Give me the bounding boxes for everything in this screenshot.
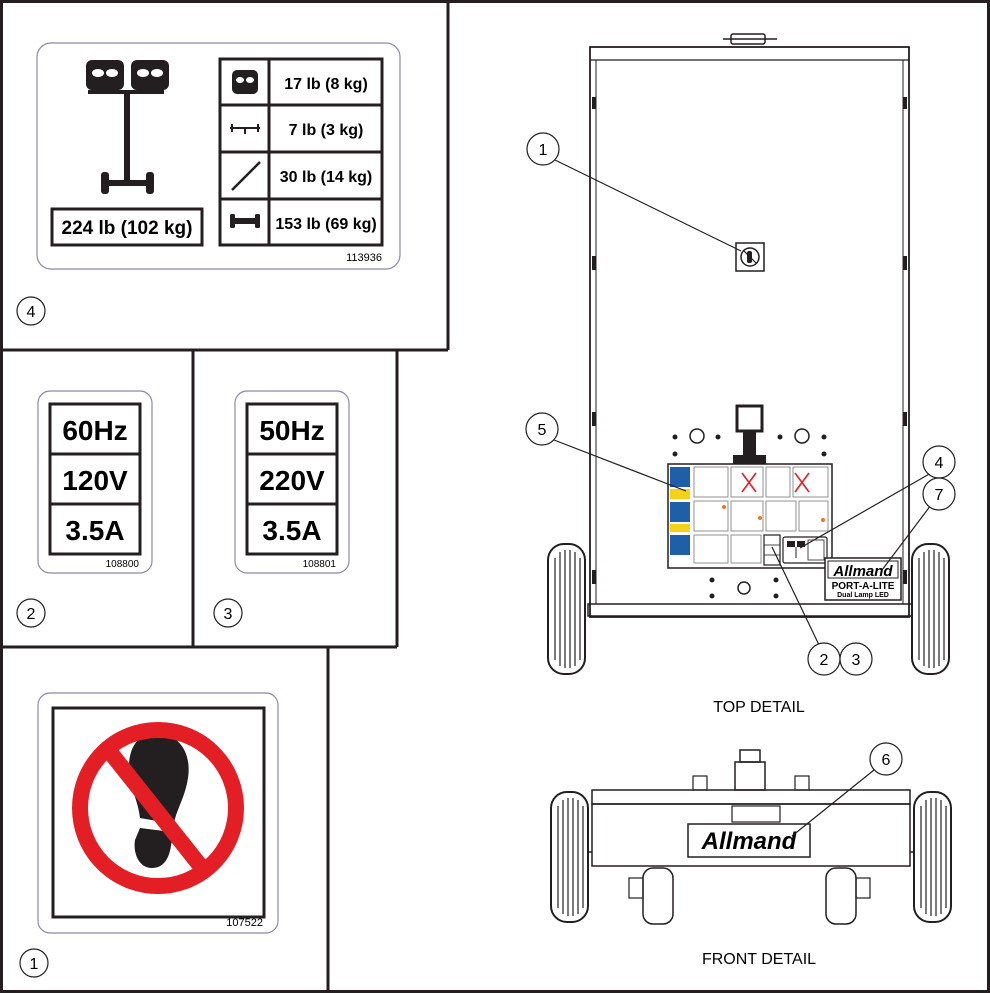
svg-text:5: 5	[538, 422, 547, 439]
weight-decal-part-number: 113936	[346, 252, 382, 264]
rating-decal-50hz-panel: 50Hz 220V 3.5A 108801 3	[213, 390, 350, 628]
svg-text:1: 1	[539, 142, 548, 159]
brand-logo-text-top: Allmand	[832, 563, 893, 580]
panel1-number: 1	[30, 956, 39, 973]
current-3-5a-50hz: 3.5A	[262, 515, 321, 546]
no-step-part-number: 107522	[226, 917, 263, 929]
panel2-number: 2	[27, 606, 36, 623]
weight-row-3: 30 lb (14 kg)	[280, 169, 372, 186]
brand-logo-decal: Allmand PORT-A-LITE Dual Lamp LED	[824, 557, 902, 601]
top-detail-drawing: Allmand PORT-A-LITE Dual Lamp LED 1 5 4	[525, 33, 956, 716]
rating-decal-60hz-panel: 60Hz 120V 3.5A 108800 2	[16, 390, 153, 628]
panel2-number-circle	[16, 598, 46, 628]
product-subtitle: Dual Lamp LED	[837, 592, 889, 599]
svg-text:2: 2	[820, 652, 829, 669]
panel4-number-circle	[16, 296, 46, 326]
lamp-head-icon	[232, 70, 258, 94]
panel4-number: 4	[27, 304, 36, 321]
svg-text:3: 3	[852, 652, 861, 669]
right-wheel-top	[911, 543, 950, 675]
voltage-220v: 220V	[259, 465, 325, 496]
brand-logo-text-front: Allmand	[701, 828, 798, 855]
left-wheel-front	[550, 791, 589, 923]
callout-5: 5	[525, 412, 559, 446]
front-detail-label: FRONT DETAIL	[702, 951, 816, 968]
callout-6: 6	[869, 742, 903, 776]
panel1-number-circle	[19, 948, 49, 978]
crossbar-icon	[230, 124, 260, 134]
weight-row-1: 17 lb (8 kg)	[284, 76, 368, 93]
total-weight: 224 lb (102 kg)	[62, 218, 193, 239]
callout-7: 7	[922, 477, 956, 511]
light-tower-icon	[86, 60, 169, 194]
callout-3: 3	[839, 642, 873, 676]
voltage-120v: 120V	[62, 465, 128, 496]
panel3-number-circle	[213, 598, 243, 628]
callout-2: 2	[807, 642, 841, 676]
callout-1-top: 1	[526, 132, 560, 166]
svg-text:6: 6	[882, 752, 891, 769]
weight-row-4: 153 lb (69 kg)	[275, 216, 376, 233]
no-step-icon	[72, 722, 244, 894]
front-detail-drawing: Allmand 6	[550, 742, 952, 968]
svg-text:7: 7	[935, 487, 944, 504]
total-weight-box	[50, 207, 204, 247]
rating-60hz-part-number: 108800	[106, 559, 140, 570]
frequency-60hz: 60Hz	[62, 415, 127, 446]
no-step-decal-panel: 107522 1	[19, 692, 279, 978]
current-3-5a: 3.5A	[65, 515, 124, 546]
left-wheel-top	[547, 543, 586, 675]
callout-4: 4	[922, 445, 956, 479]
product-name: PORT-A-LITE	[832, 581, 895, 592]
instruction-decal-mini	[667, 463, 833, 569]
panel3-number: 3	[224, 606, 233, 623]
svg-text:4: 4	[935, 455, 944, 472]
top-detail-label: TOP DETAIL	[713, 699, 805, 716]
rating-50hz-part-number: 108801	[303, 559, 337, 570]
mast-pole-icon	[231, 161, 261, 191]
weight-row-2: 7 lb (3 kg)	[289, 122, 364, 139]
right-wheel-front	[913, 791, 952, 923]
base-frame-icon	[230, 214, 260, 228]
weight-decal-panel: 224 lb (102 kg) 17 lb (8 kg) 7 lb (3 kg)	[16, 42, 401, 326]
frequency-50hz: 50Hz	[259, 415, 324, 446]
